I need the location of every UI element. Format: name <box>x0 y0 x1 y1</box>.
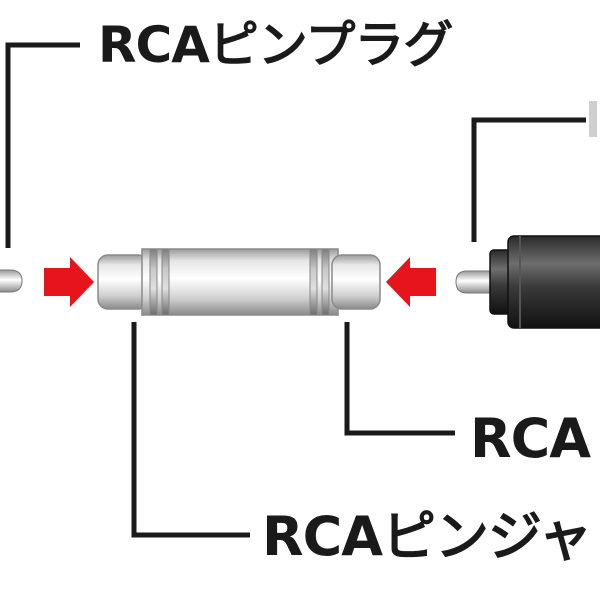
left-red-arrow <box>44 257 94 307</box>
callout-line-right-top <box>471 117 586 242</box>
label-rca-right: RCA <box>470 407 591 470</box>
callout-line-pin-plug <box>5 42 80 248</box>
label-rca-pin-jack: RCAピンジャ <box>262 505 592 568</box>
clipped-glyph-shape <box>589 101 597 137</box>
rca-pin-jack-adapter <box>97 248 381 316</box>
left-pin-plug-tip <box>0 269 23 293</box>
callout-line-right-label <box>344 322 455 436</box>
right-red-arrow <box>386 257 436 307</box>
right-pin-plug <box>455 235 600 329</box>
label-rca-pin-plug: RCAピンプラグ <box>98 16 453 74</box>
callout-line-pin-jack <box>131 322 250 538</box>
clipped-label-fragment <box>575 95 600 145</box>
